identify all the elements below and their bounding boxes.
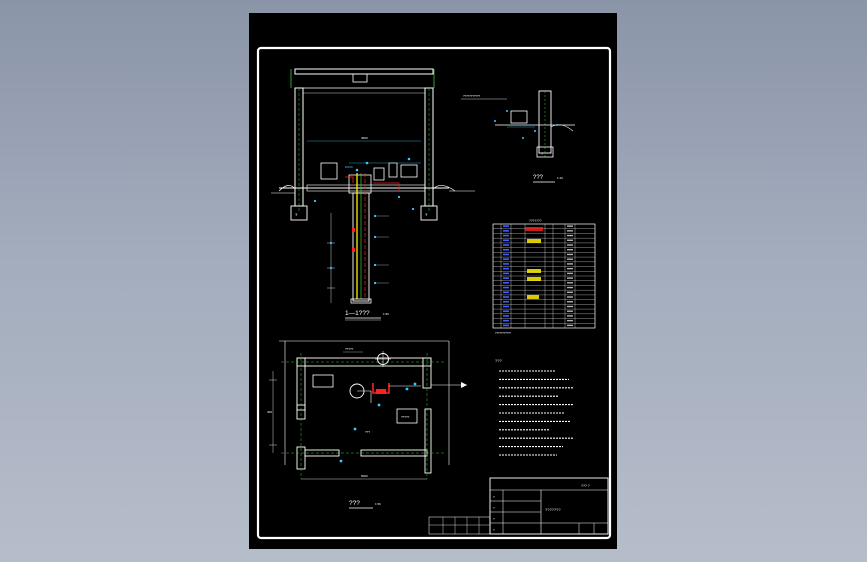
svg-text:?: ? bbox=[493, 517, 495, 521]
section-scale: 1:50 bbox=[383, 312, 389, 316]
right-footing bbox=[420, 205, 438, 221]
svg-text:5000: 5000 bbox=[361, 474, 368, 478]
detail-scale: 1:10 bbox=[557, 176, 563, 180]
svg-text:DN50: DN50 bbox=[345, 165, 353, 169]
equipment-box bbox=[320, 162, 338, 180]
section-view: 4500 DN50 ? bbox=[271, 68, 475, 321]
notes-lines bbox=[499, 370, 573, 456]
title-block: ??? ? ? ? ? ? ??????? bbox=[428, 477, 609, 535]
svg-text:?????: ????? bbox=[345, 347, 354, 351]
svg-text:???????????: ??????????? bbox=[463, 94, 481, 98]
svg-text:?: ? bbox=[493, 528, 495, 532]
svg-text:??? ?: ??? ? bbox=[581, 484, 590, 488]
plan-title: ??? bbox=[349, 500, 360, 507]
svg-text:?: ? bbox=[295, 212, 298, 217]
notes-title: ??? bbox=[495, 358, 502, 363]
material-table: ??????? ??????????? bbox=[492, 219, 596, 335]
roof-vent bbox=[352, 73, 368, 83]
title-block-name: ??????? bbox=[545, 507, 561, 512]
svg-text:???????????: ??????????? bbox=[495, 331, 511, 335]
svg-text:?: ? bbox=[493, 506, 495, 510]
detail-view: ? ??????????? ??? 1:10 bbox=[461, 90, 575, 183]
svg-text:?: ? bbox=[425, 212, 428, 217]
plan-view: ????? ??? ????? 400 bbox=[267, 340, 467, 509]
svg-text:?????: ????? bbox=[401, 415, 410, 419]
svg-text:?: ? bbox=[493, 495, 495, 499]
detail-title: ??? bbox=[533, 175, 544, 181]
svg-text:400: 400 bbox=[267, 410, 272, 414]
drawing-frame bbox=[256, 46, 612, 540]
plan-scale: 1:50 bbox=[375, 502, 381, 506]
left-footing bbox=[290, 205, 308, 221]
drawing-sheet: 4500 DN50 ? bbox=[249, 13, 617, 549]
notes-block: ??? bbox=[495, 358, 573, 456]
material-table-grid bbox=[493, 224, 595, 328]
section-title: 1—1??? bbox=[345, 310, 370, 317]
svg-text:4500: 4500 bbox=[361, 136, 368, 140]
material-table-title: ??????? bbox=[529, 219, 542, 223]
cad-drawing: 4500 DN50 ? bbox=[256, 46, 612, 540]
roof-slab bbox=[294, 68, 434, 75]
svg-text:???: ??? bbox=[365, 430, 370, 434]
svg-text:?: ? bbox=[541, 152, 543, 156]
